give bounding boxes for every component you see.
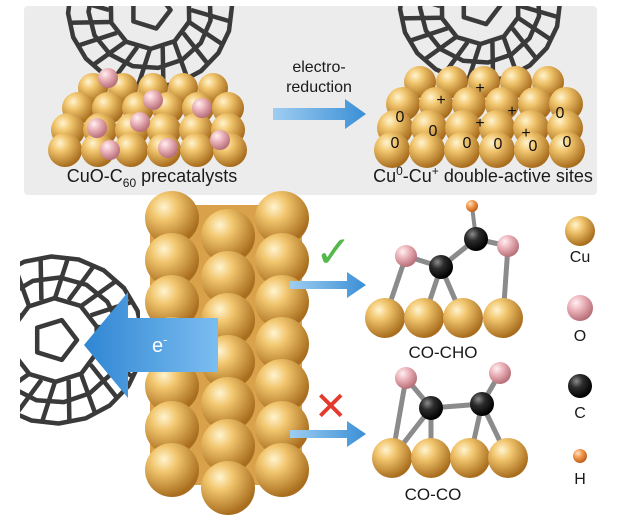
oxygen-atom	[489, 362, 511, 384]
copper-atom-icon	[565, 216, 595, 246]
copper-atom	[201, 251, 255, 305]
legend-label-h: H	[574, 471, 586, 488]
hydrogen-atom	[466, 200, 478, 212]
arrow-label-line1: electro-	[292, 59, 345, 76]
copper-atom	[514, 132, 550, 168]
copper-atom	[145, 275, 199, 329]
oxygen-atom	[98, 68, 118, 88]
oxygen-atom	[158, 138, 178, 158]
copper-atom	[180, 133, 214, 167]
charge-label: +	[521, 125, 530, 142]
copper-atom	[255, 191, 309, 245]
copper-atom	[488, 438, 528, 478]
copper-atom	[255, 233, 309, 287]
charge-label: 0	[396, 109, 405, 126]
copper-atom	[450, 438, 490, 478]
cuo-cluster	[48, 68, 247, 167]
copper-atom	[404, 298, 444, 338]
copper-atom	[549, 132, 585, 168]
cross-mark-icon: ✕	[314, 384, 348, 430]
copper-atom	[255, 359, 309, 413]
precatalyst-label: CuO-C60 precatalysts	[67, 166, 237, 190]
carbon-atom	[429, 255, 453, 279]
copper-atom	[145, 401, 199, 455]
charge-label: +	[475, 115, 484, 132]
co-cho-label: CO-CHO	[409, 343, 478, 362]
charge-label: 0	[391, 135, 400, 152]
oxygen-atom	[143, 90, 163, 110]
oxygen-atom-icon	[567, 295, 593, 321]
carbon-atom	[464, 227, 488, 251]
charge-label: +	[507, 103, 516, 120]
copper-atom	[365, 298, 405, 338]
copper-atom	[411, 438, 451, 478]
copper-atom	[48, 133, 82, 167]
copper-atom	[145, 191, 199, 245]
charge-label: 0	[563, 134, 572, 151]
copper-atom	[145, 359, 199, 413]
carbon-atom	[419, 396, 443, 420]
arrow-label-line2: reduction	[286, 79, 352, 96]
copper-atom	[145, 443, 199, 497]
electron-transfer-arrow	[84, 292, 218, 398]
oxygen-atom	[130, 112, 150, 132]
disfavored-path-arrow	[290, 421, 366, 447]
copper-atom	[374, 132, 410, 168]
hydrogen-atom-icon	[573, 449, 587, 463]
carbon-atom-icon	[568, 374, 592, 398]
legend-label-cu: Cu	[570, 249, 590, 266]
oxygen-atom	[210, 130, 230, 150]
electron-label: e-	[152, 332, 167, 357]
copper-atom	[201, 209, 255, 263]
atom-legend: CuO C H	[565, 216, 595, 488]
copper-atom	[372, 438, 412, 478]
copper-atom	[201, 461, 255, 515]
charge-label: 0	[494, 136, 503, 153]
copper-atom	[255, 443, 309, 497]
copper-atom	[479, 132, 515, 168]
double-active-sites-label: Cu0-Cu+ double-active sites	[373, 164, 593, 186]
copper-atom	[201, 419, 255, 473]
check-mark-icon: ✓	[315, 227, 352, 278]
copper-atom	[444, 132, 480, 168]
charge-label: 0	[529, 138, 538, 155]
copper-atom	[201, 377, 255, 431]
charge-label: 0	[429, 123, 438, 140]
copper-atom	[443, 298, 483, 338]
copper-atom	[255, 401, 309, 455]
oxygen-atom	[395, 245, 417, 267]
oxygen-atom	[497, 235, 519, 257]
cu-cluster-reduced: + + + + +0 0 0 0 0 0 0 0	[374, 66, 585, 168]
oxygen-atom	[395, 367, 417, 389]
charge-label: 0	[463, 135, 472, 152]
electroreduction-arrow	[273, 99, 366, 129]
carbon-atom	[470, 392, 494, 416]
copper-slab	[145, 191, 309, 515]
oxygen-atom	[100, 140, 120, 160]
copper-atom	[255, 317, 309, 371]
legend-label-c: C	[574, 405, 586, 422]
co-co-label: CO-CO	[405, 485, 462, 504]
co-co-intermediate	[372, 362, 528, 478]
favored-path-arrow	[290, 272, 366, 298]
oxygen-atom	[192, 98, 212, 118]
charge-label: +	[475, 80, 484, 97]
copper-atom	[114, 133, 148, 167]
copper-atom	[409, 132, 445, 168]
co-cho-intermediate	[365, 200, 523, 338]
charge-label: +	[436, 92, 445, 109]
copper-atom	[145, 233, 199, 287]
charge-label: 0	[556, 105, 565, 122]
oxygen-atom	[87, 118, 107, 138]
copper-atom	[483, 298, 523, 338]
legend-label-o: O	[574, 328, 586, 345]
